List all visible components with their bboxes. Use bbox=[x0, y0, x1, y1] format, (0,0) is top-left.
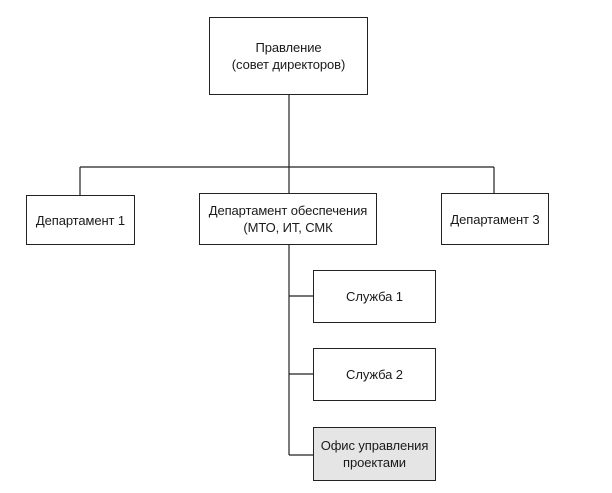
support-department-label: Департамент обеспечения (МТО, ИТ, СМК bbox=[208, 203, 368, 235]
service-2-label: Служба 2 bbox=[346, 367, 403, 382]
board-box: Правление (совет директоров) bbox=[209, 17, 368, 95]
project-office-box: Офис управления проектами bbox=[313, 427, 436, 481]
department-1-label: Департамент 1 bbox=[35, 212, 126, 228]
support-department-box: Департамент обеспечения (МТО, ИТ, СМК bbox=[199, 193, 377, 245]
department-1-box: Департамент 1 bbox=[26, 195, 135, 245]
project-office-label: Офис управления проектами bbox=[320, 438, 429, 470]
board-label: Правление (совет директоров) bbox=[231, 40, 346, 72]
department-3-label: Департамент 3 bbox=[450, 211, 540, 227]
service-1-label: Служба 1 bbox=[346, 289, 403, 304]
department-3-box: Департамент 3 bbox=[441, 193, 549, 245]
service-1-box: Служба 1 bbox=[313, 270, 436, 323]
service-2-box: Служба 2 bbox=[313, 348, 436, 401]
